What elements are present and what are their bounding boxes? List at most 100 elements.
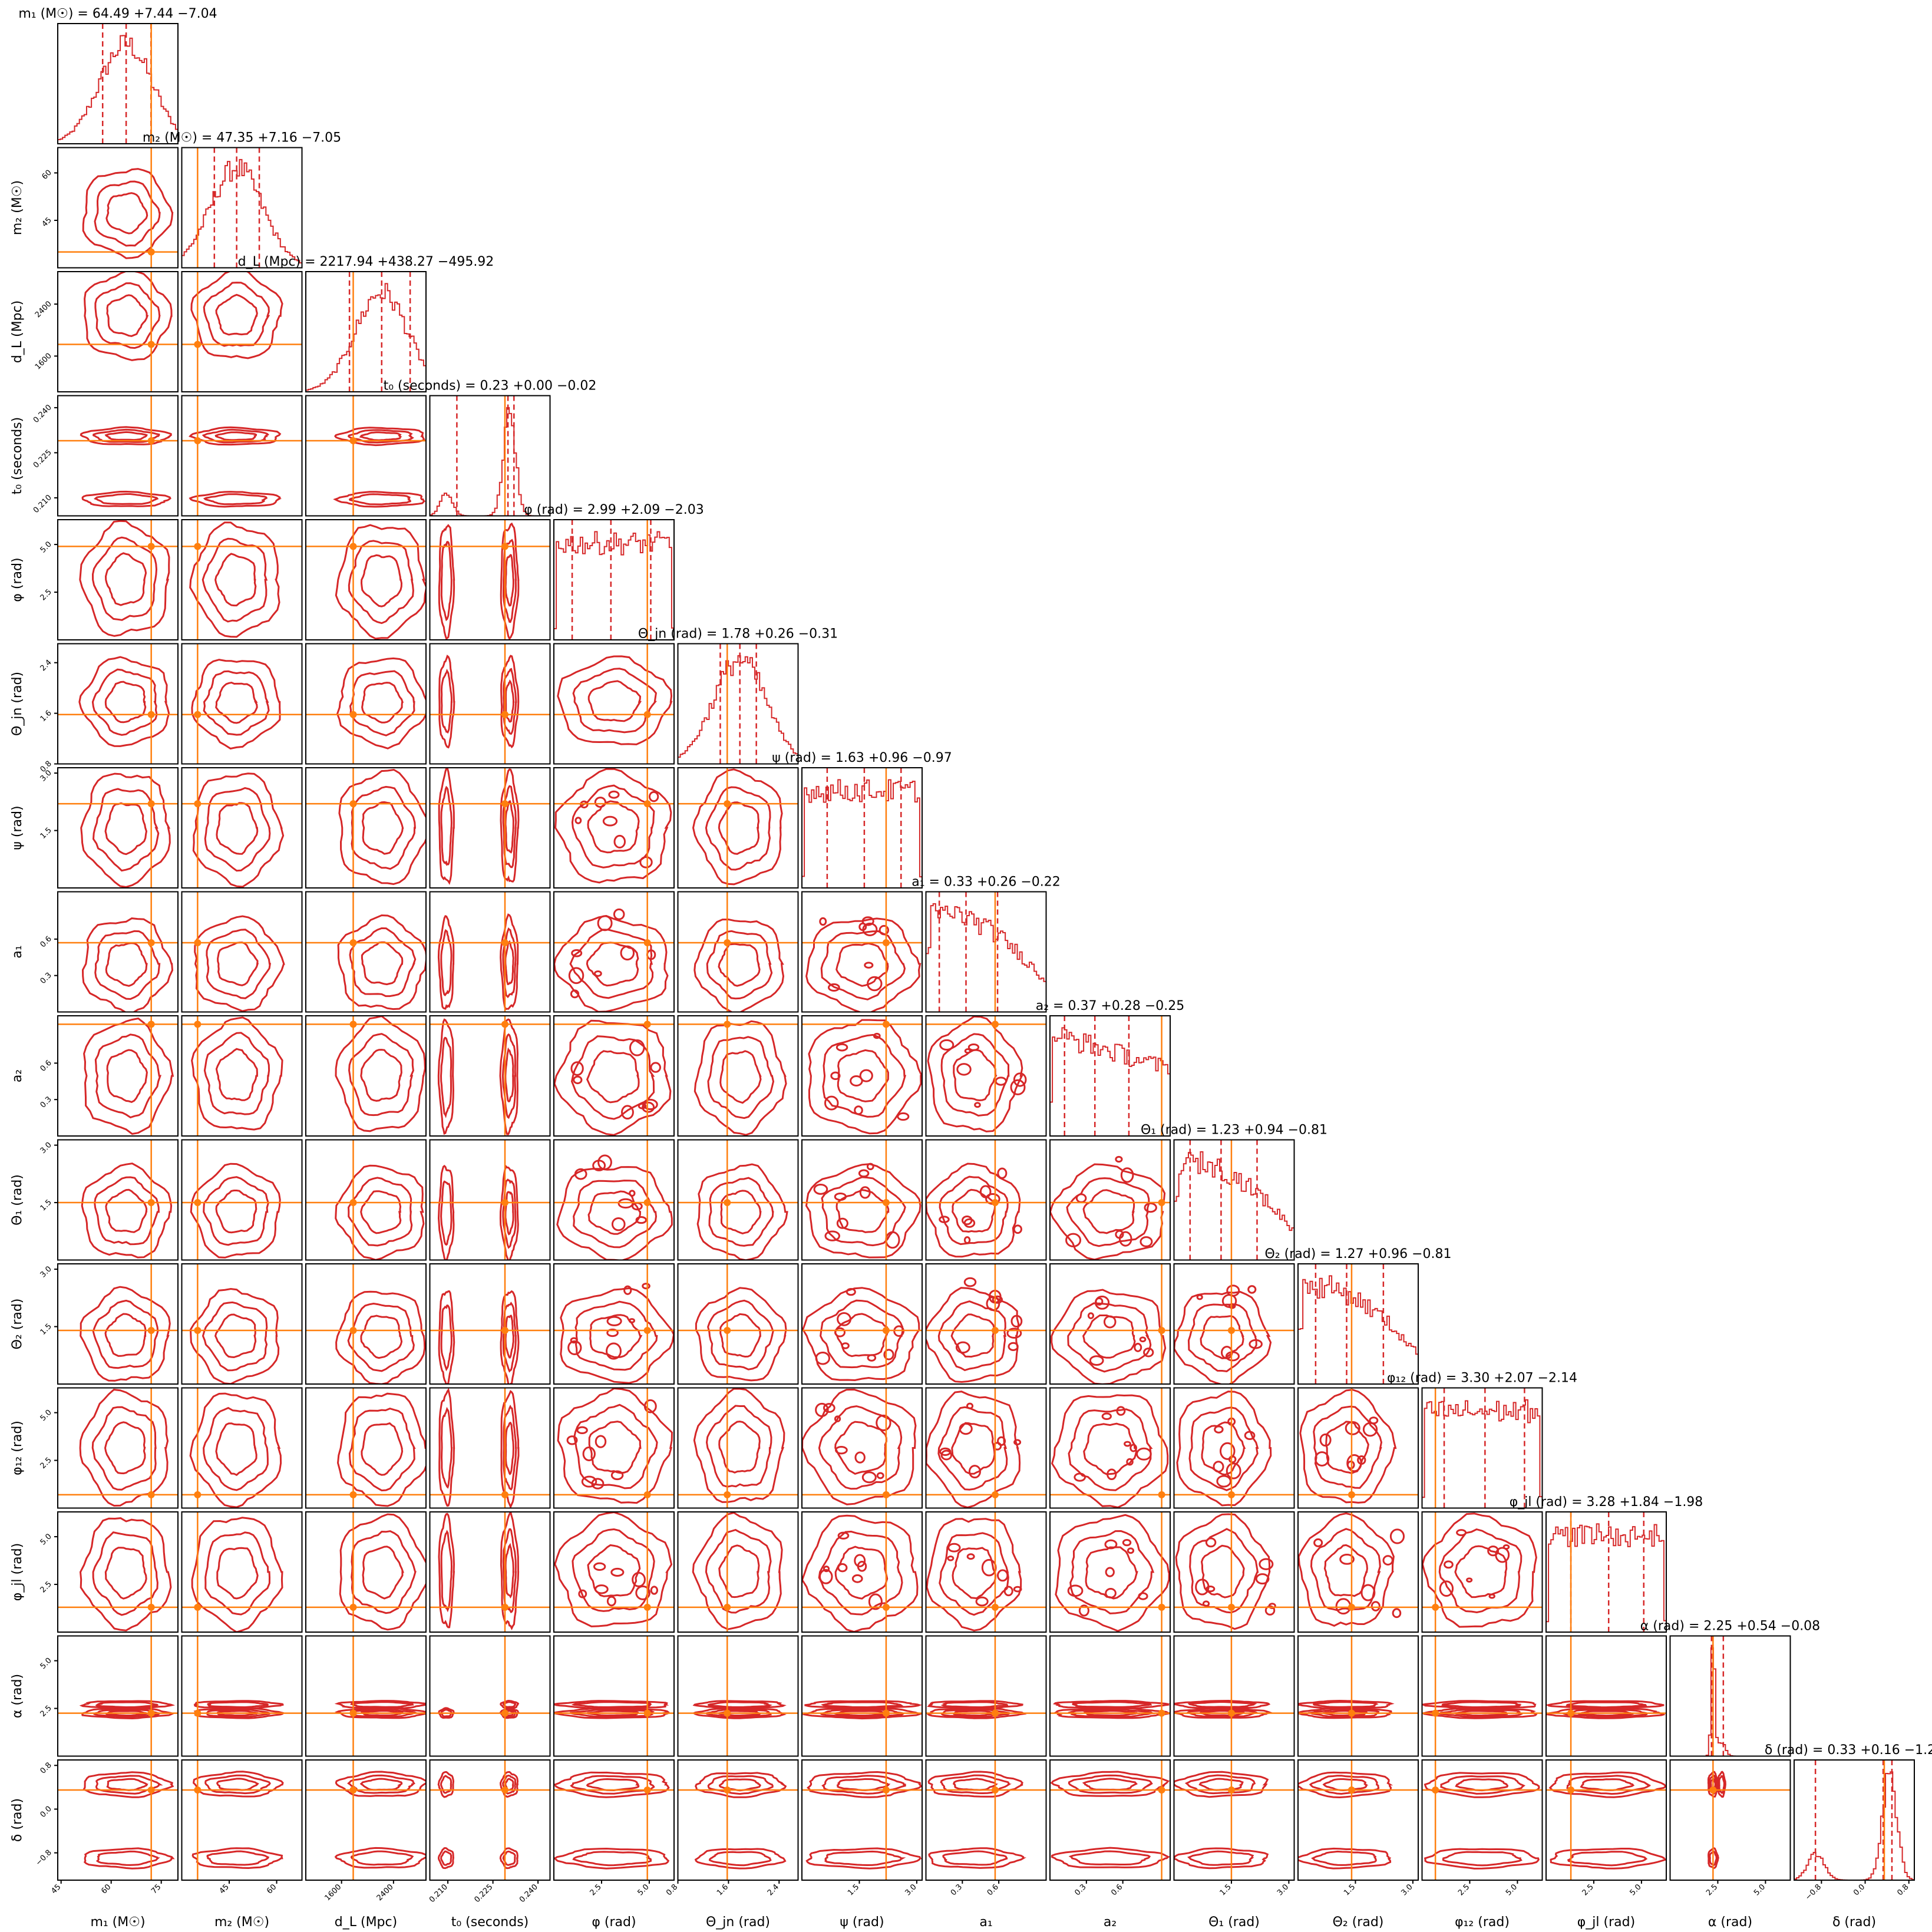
truth-point bbox=[194, 711, 202, 718]
contour bbox=[572, 1528, 655, 1612]
contour bbox=[91, 536, 158, 621]
panel-t0-phi12 bbox=[429, 1387, 551, 1509]
contour bbox=[215, 1048, 258, 1101]
contour-island bbox=[635, 1585, 650, 1600]
axes-frame bbox=[181, 643, 303, 765]
contour bbox=[589, 1314, 643, 1359]
diag-panel-m2: m₂ (M☉) = 47.35 +7.16 −7.05 bbox=[143, 131, 341, 269]
contour-island bbox=[606, 1342, 622, 1360]
panel-psi-phi12 bbox=[801, 1387, 923, 1509]
contour-island bbox=[613, 834, 626, 849]
x-tick-label: 3.0 bbox=[903, 1883, 918, 1897]
contour bbox=[802, 1287, 920, 1382]
axes-frame bbox=[429, 1759, 551, 1881]
axes-frame bbox=[305, 395, 427, 517]
contour bbox=[556, 1166, 673, 1260]
y-axis-label: Θ₁ (rad) bbox=[10, 1174, 25, 1226]
contour-island bbox=[1444, 1560, 1454, 1569]
x-tick-label: 0.210 bbox=[428, 1883, 450, 1904]
axes-frame bbox=[305, 1139, 427, 1261]
contour bbox=[193, 1700, 284, 1710]
contour bbox=[504, 1191, 514, 1236]
contour-island bbox=[639, 856, 653, 868]
truth-point bbox=[194, 1327, 202, 1335]
truth-point bbox=[1158, 1199, 1165, 1207]
contour bbox=[361, 941, 404, 986]
contour-island bbox=[1139, 1336, 1147, 1343]
axes-frame bbox=[1297, 1635, 1419, 1757]
histogram bbox=[430, 407, 550, 516]
y-tick-label: 0.225 bbox=[32, 448, 54, 470]
contour bbox=[834, 1421, 887, 1475]
contour-island bbox=[1010, 1079, 1026, 1095]
contour-island bbox=[1360, 1584, 1376, 1601]
axes-frame bbox=[1297, 1387, 1419, 1509]
contour-island bbox=[966, 1402, 974, 1409]
contour-island bbox=[1362, 1422, 1378, 1437]
y-tick-label: −0.8 bbox=[34, 1848, 54, 1868]
truth-point bbox=[349, 1327, 357, 1335]
axes-frame bbox=[181, 519, 303, 640]
y-tick-label: 1.5 bbox=[39, 826, 54, 841]
contour bbox=[504, 1315, 514, 1359]
truth-point bbox=[349, 1021, 357, 1028]
axes-frame bbox=[925, 891, 1047, 1013]
contour-island bbox=[834, 1327, 846, 1337]
contour bbox=[215, 1422, 257, 1477]
y-axis-label: φ (rad) bbox=[10, 557, 25, 602]
axes-frame bbox=[925, 1015, 1047, 1137]
contour bbox=[206, 1701, 269, 1709]
contour bbox=[1424, 1848, 1540, 1870]
contour bbox=[91, 1406, 157, 1491]
contour-island bbox=[1346, 1454, 1362, 1472]
axes-frame bbox=[553, 1139, 675, 1261]
panel-m2-th1 bbox=[181, 1139, 303, 1261]
contour-island bbox=[610, 1567, 625, 1577]
truth-point bbox=[147, 437, 155, 444]
contour-island bbox=[854, 1451, 866, 1464]
contour-island bbox=[597, 1154, 612, 1170]
axes-frame bbox=[181, 1387, 303, 1509]
truth-point bbox=[147, 1199, 155, 1207]
truth-point bbox=[147, 939, 155, 947]
histogram bbox=[1298, 1275, 1418, 1384]
contour-island bbox=[578, 1589, 587, 1599]
truth-point bbox=[882, 1603, 890, 1611]
contour-island bbox=[1466, 1577, 1473, 1583]
contour bbox=[1455, 1778, 1509, 1792]
contour-island bbox=[846, 1288, 856, 1296]
x-axis-label: φ_jl (rad) bbox=[1577, 1915, 1635, 1930]
truth-point bbox=[991, 1327, 999, 1335]
contour-island bbox=[573, 1075, 583, 1085]
y-axis-label: α (rad) bbox=[10, 1674, 25, 1718]
contour bbox=[837, 1049, 889, 1102]
contour bbox=[1440, 1775, 1525, 1795]
x-axis-label: Θ₁ (rad) bbox=[1208, 1915, 1260, 1930]
contour-island bbox=[879, 924, 889, 936]
contour-island bbox=[613, 908, 625, 920]
contour-island bbox=[1370, 1601, 1381, 1611]
contour-island bbox=[862, 922, 878, 936]
y-tick-label: 2.5 bbox=[39, 1704, 54, 1719]
contour-island bbox=[597, 915, 613, 932]
contour bbox=[1200, 1544, 1245, 1599]
truth-point bbox=[349, 800, 357, 808]
contour bbox=[1068, 1850, 1151, 1865]
y-tick-label: 5.0 bbox=[39, 1656, 54, 1671]
contour-island bbox=[1013, 1586, 1022, 1593]
x-tick-label: 5.0 bbox=[1504, 1883, 1519, 1897]
contour-island bbox=[819, 917, 827, 926]
axes-frame bbox=[801, 767, 923, 889]
diag-panel-m1: m₁ (M☉) = 64.49 +7.44 −7.04 bbox=[18, 6, 217, 144]
contour bbox=[940, 1033, 1010, 1117]
contour bbox=[203, 1406, 269, 1491]
truth-point bbox=[1348, 1491, 1355, 1498]
truth-point bbox=[1432, 1709, 1439, 1717]
contour bbox=[937, 1406, 1008, 1491]
panel-title: φ₁₂ (rad) = 3.30 +2.07 −2.14 bbox=[1387, 1371, 1577, 1386]
contour bbox=[440, 1304, 453, 1372]
contour bbox=[216, 1778, 259, 1791]
contour-island bbox=[595, 1435, 607, 1448]
